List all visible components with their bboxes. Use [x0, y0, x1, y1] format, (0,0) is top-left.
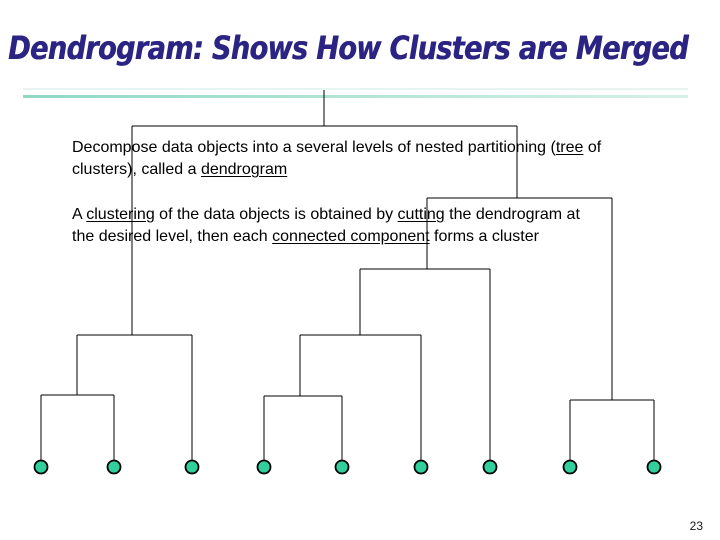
- text-segment: A: [72, 206, 87, 223]
- leaf-node: [334, 459, 350, 475]
- underlined-term: cutting: [397, 206, 445, 223]
- page-number: 23: [689, 519, 703, 533]
- text-segment: forms a cluster: [429, 228, 539, 245]
- text-segment: clusters), called a: [72, 161, 201, 178]
- text-segment: the desired level, then each: [72, 228, 273, 245]
- text-segment: the dendrogram at: [444, 206, 580, 223]
- text-line: the desired level, then each connected c…: [72, 226, 692, 248]
- leaf-node: [482, 459, 498, 475]
- divider-rule-highlight: [23, 88, 688, 90]
- text-line: Decompose data objects into a several le…: [72, 137, 692, 159]
- leaf-node: [256, 459, 272, 475]
- underlined-term: tree: [555, 139, 584, 156]
- leaf-node: [413, 459, 429, 475]
- leaf-node: [106, 459, 122, 475]
- body-text: Decompose data objects into a several le…: [72, 137, 692, 248]
- text-segment: Decompose data objects into a several le…: [72, 139, 556, 156]
- text-line: clusters), called a dendrogram: [72, 159, 692, 181]
- text-line: A clustering of the data objects is obta…: [72, 204, 692, 226]
- leaf-node: [562, 459, 578, 475]
- leaf-node: [646, 459, 662, 475]
- text-segment: of: [583, 139, 602, 156]
- underlined-term: dendrogram: [200, 161, 288, 178]
- paragraph: A clustering of the data objects is obta…: [72, 204, 692, 248]
- underlined-term: clustering: [86, 206, 155, 223]
- slide-title: Dendrogram: Shows How Clusters are Merge…: [8, 29, 689, 67]
- text-segment: of the data objects is obtained by: [154, 206, 398, 223]
- paragraph: Decompose data objects into a several le…: [72, 137, 692, 181]
- leaf-node: [33, 459, 49, 475]
- underlined-term: connected component: [272, 228, 430, 245]
- leaf-node: [184, 459, 200, 475]
- divider-rule: [23, 95, 688, 98]
